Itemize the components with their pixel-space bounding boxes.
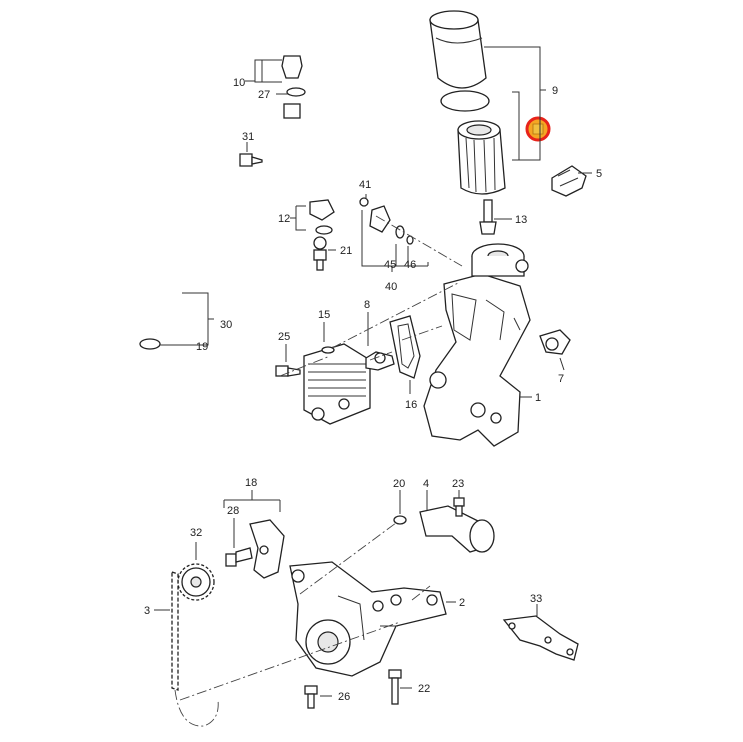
valve-41[interactable] <box>359 197 391 233</box>
callout-30: 30 <box>220 319 232 331</box>
bolt-31[interactable] <box>239 153 263 167</box>
o-ring-19[interactable] <box>139 338 161 350</box>
dipstick-handle[interactable] <box>281 55 303 79</box>
callout-23: 23 <box>452 478 464 490</box>
tensioner[interactable] <box>249 519 285 579</box>
oil-filter-element[interactable] <box>457 120 506 195</box>
tensioner-bolt-28[interactable] <box>225 547 253 567</box>
sender-21[interactable] <box>313 236 327 271</box>
callout-16: 16 <box>405 399 417 411</box>
callout-4: 4 <box>423 478 429 490</box>
callout-46: 46 <box>404 259 416 271</box>
callout-9: 9 <box>552 85 558 97</box>
callout-26: 26 <box>338 691 350 703</box>
bolt-26[interactable] <box>304 685 318 709</box>
callout-2: 2 <box>459 597 465 609</box>
seal-ring-27[interactable] <box>286 87 306 97</box>
callout-5: 5 <box>596 168 602 180</box>
clip-bracket[interactable] <box>551 165 587 197</box>
highlight-marker[interactable] <box>525 116 551 142</box>
gasket-7[interactable] <box>539 329 571 355</box>
callout-13: 13 <box>515 214 527 226</box>
callout-7: 7 <box>558 373 564 385</box>
callout-1: 1 <box>535 392 541 404</box>
baffle-bracket[interactable] <box>502 615 579 661</box>
callout-21: 21 <box>340 245 352 257</box>
callout-31: 31 <box>242 131 254 143</box>
callout-41: 41 <box>359 179 371 191</box>
callout-12: 12 <box>278 213 290 225</box>
callout-3: 3 <box>144 605 150 617</box>
callout-8: 8 <box>364 299 370 311</box>
callout-19: 19 <box>196 341 208 353</box>
dipstick-guide-tube[interactable] <box>153 103 301 333</box>
callout-18: 18 <box>245 477 257 489</box>
callout-33: 33 <box>530 593 542 605</box>
bolt-22[interactable] <box>388 669 402 705</box>
callout-32: 32 <box>190 527 202 539</box>
callout-40: 40 <box>385 281 397 293</box>
oil-filter-housing-cap[interactable] <box>429 10 487 89</box>
filter-bracket-body[interactable] <box>423 243 531 447</box>
oil-pump[interactable] <box>289 561 447 677</box>
connector-8[interactable] <box>365 351 395 371</box>
pressure-switch[interactable] <box>309 199 335 235</box>
bolt-25[interactable] <box>275 365 301 377</box>
timing-chain[interactable] <box>171 571 219 727</box>
callout-10: 10 <box>233 77 245 89</box>
callout-22: 22 <box>418 683 430 695</box>
o-ring-20[interactable] <box>393 515 407 525</box>
callout-25: 25 <box>278 331 290 343</box>
callout-15: 15 <box>318 309 330 321</box>
callout-28: 28 <box>227 505 239 517</box>
callout-27: 27 <box>258 89 270 101</box>
bolt-23[interactable] <box>453 497 465 517</box>
o-ring-seal[interactable] <box>440 90 490 112</box>
sprocket[interactable] <box>177 563 215 601</box>
sensor[interactable] <box>479 199 497 235</box>
gasket-16[interactable] <box>389 315 421 379</box>
callout-45: 45 <box>384 259 396 271</box>
callout-20: 20 <box>393 478 405 490</box>
suction-pipe[interactable] <box>419 505 495 553</box>
oil-cooler[interactable] <box>303 343 371 425</box>
